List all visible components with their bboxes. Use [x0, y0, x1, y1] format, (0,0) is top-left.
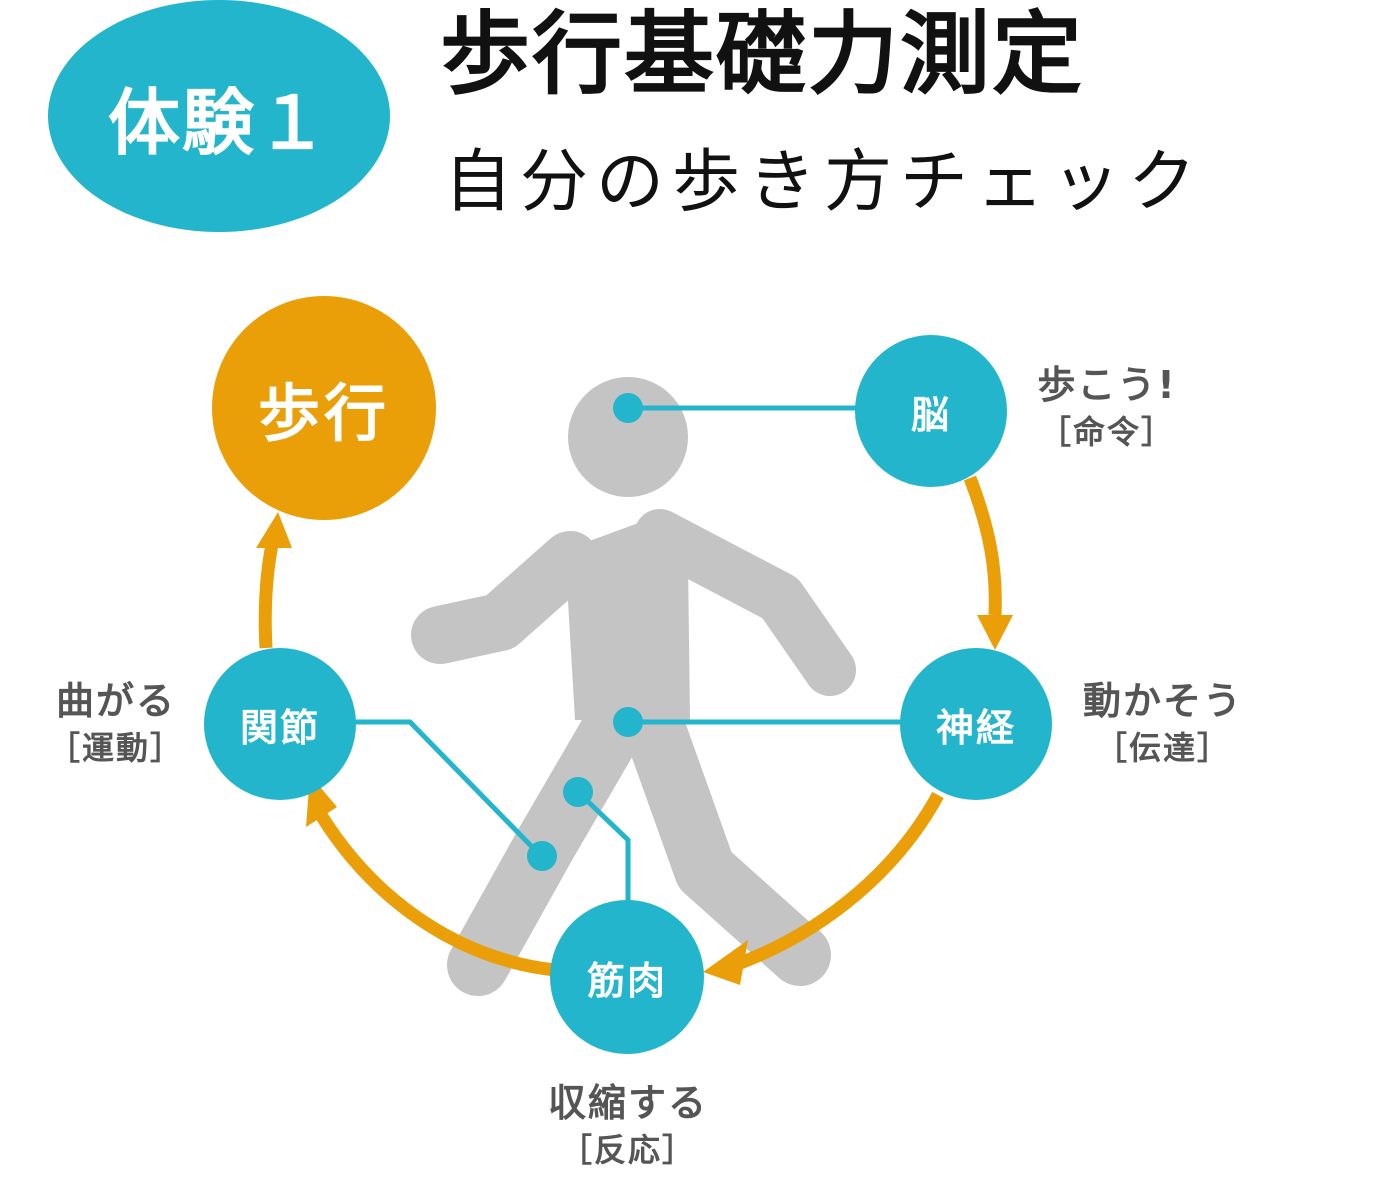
nerve-caption-main: 動かそう [1082, 679, 1243, 723]
brain-label: 脳 [910, 392, 951, 437]
muscle-caption-main: 収縮する [547, 1081, 708, 1125]
walking-person-figure [411, 377, 856, 996]
joint-caption: 曲がる ［運動］ [36, 676, 196, 770]
brain-caption-sub: ［命令］ [1038, 413, 1175, 451]
walking-circle: 歩行 [212, 296, 436, 520]
page-title: 歩行基礎力測定 [440, 2, 1084, 107]
brain-node: 脳 [855, 335, 1007, 487]
joint-caption-main: 曲がる [55, 679, 176, 723]
muscle-caption: 収縮する ［反応］ [528, 1078, 728, 1172]
connector-dots [527, 393, 643, 871]
badge-text: 体験１ [107, 80, 330, 165]
walking-label: 歩行 [257, 377, 390, 450]
brain-caption-main: 歩こう! [1037, 363, 1177, 407]
joint-caption-sub: ［運動］ [47, 729, 184, 767]
page-subtitle: 自分の歩き方チェック [444, 143, 1205, 222]
muscle-node: 筋肉 [550, 900, 704, 1054]
muscle-caption-sub: ［反応］ [559, 1131, 696, 1169]
nerve-caption-sub: ［伝達］ [1094, 729, 1231, 767]
brain-caption: 歩こう! ［命令］ [1022, 360, 1192, 454]
muscle-label: 筋肉 [586, 958, 667, 1003]
joint-node: 関節 [204, 648, 356, 800]
experience-badge: 体験１ [48, 0, 390, 232]
connector-lines [355, 405, 920, 915]
nerve-node: 神経 [900, 648, 1052, 800]
nerve-label: 神経 [935, 705, 1016, 750]
nerve-caption: 動かそう ［伝達］ [1068, 676, 1258, 770]
joint-label: 関節 [239, 705, 320, 750]
